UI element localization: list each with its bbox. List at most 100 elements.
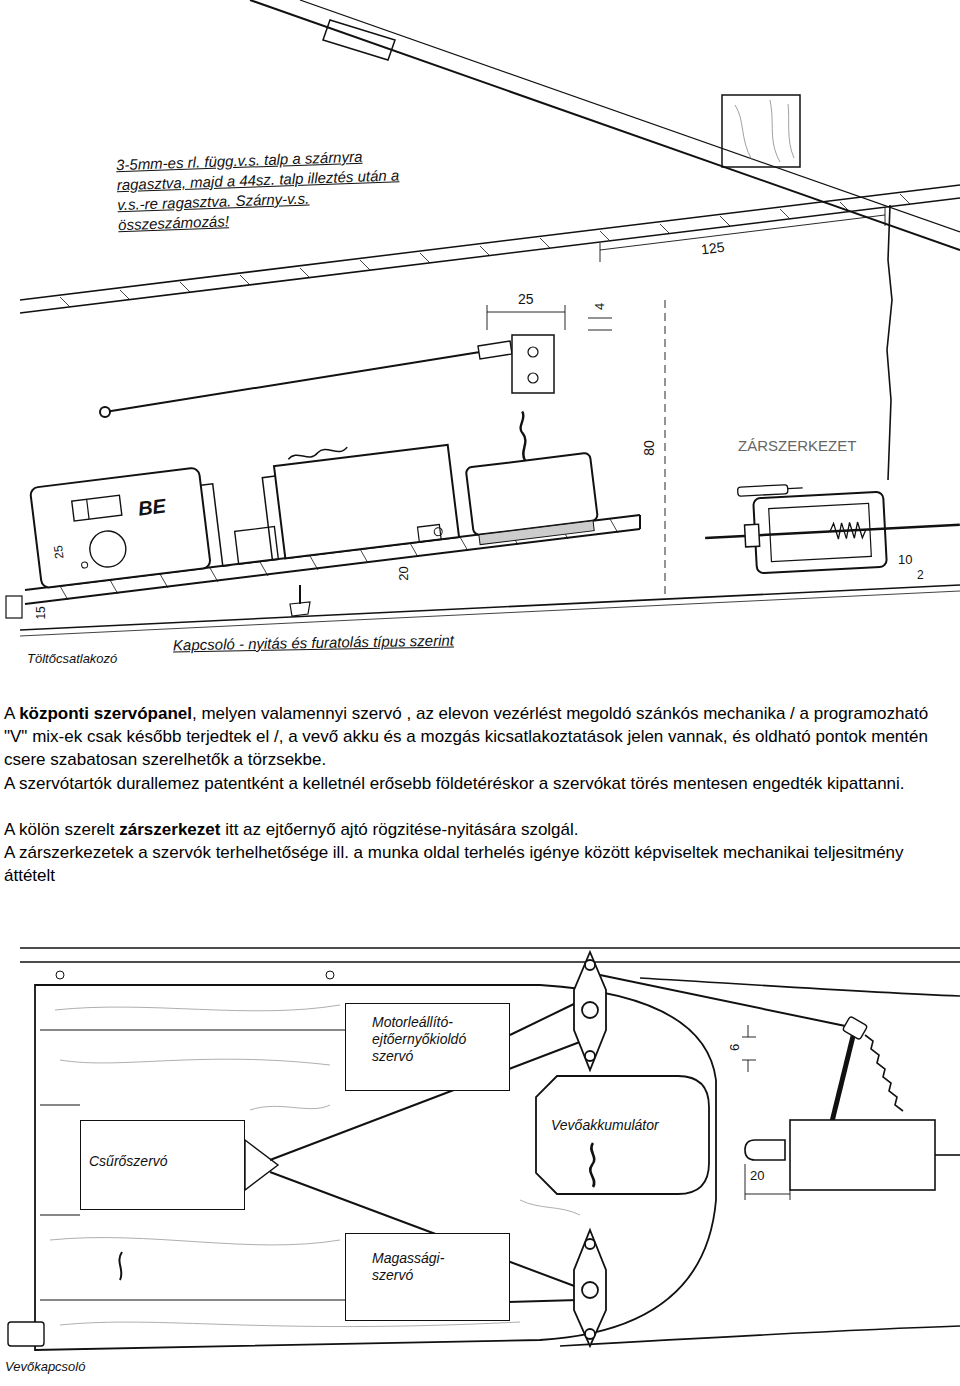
lock-mechanism (745, 524, 760, 547)
emphasis-text: központi szervópanel (19, 704, 192, 723)
board-components (479, 521, 594, 545)
dimension-line (588, 318, 612, 319)
fuselage-bottom-skin (20, 591, 960, 636)
dimension: 25 (517, 291, 535, 307)
wing-structure (250, 0, 960, 250)
bellcrank (585, 960, 595, 970)
former-line (887, 205, 892, 480)
pushrod (528, 347, 538, 357)
dimension: 25 (52, 543, 68, 560)
board-components (81, 562, 88, 569)
wing-structure (323, 20, 395, 60)
lock-mechanism (738, 485, 788, 497)
board-components (87, 499, 89, 519)
pushrod (512, 335, 554, 393)
pushrod (100, 335, 554, 417)
wing-structure (250, 0, 960, 250)
lamp-assembly (748, 1060, 749, 1072)
servo-box: Magassági- szervó (345, 1233, 510, 1321)
servo-plate (35, 985, 716, 1350)
dimension: 15 (35, 605, 49, 620)
dimension-dashed-line (665, 300, 666, 598)
dimension: 2 (916, 569, 925, 583)
fuselage-bottom-skin (6, 596, 22, 618)
dimension-dashed-line (665, 300, 666, 598)
paragraph: A központi szervópanel, melyen valamenny… (4, 702, 954, 772)
control-rod (505, 1300, 578, 1302)
dimension: 10 (897, 553, 913, 568)
servo-plate (35, 985, 716, 1350)
former-line (887, 205, 892, 480)
servo-plate (40, 1030, 345, 1300)
frame-rail (560, 1326, 960, 1346)
board-components (201, 483, 231, 568)
paragraph: A szervótartók durallemez patentként a k… (4, 772, 954, 795)
part-name: Vevőkapcsoló (4, 1360, 86, 1375)
bellcrank (585, 1051, 595, 1061)
node-label: Motorleállító- ejtőernyőkioldó szervó (372, 1014, 484, 1065)
lamp-assembly (745, 1140, 785, 1160)
pushrod (478, 341, 512, 359)
board-components (434, 527, 443, 536)
lamp-assembly (742, 1025, 960, 1200)
dimension: 20 (749, 1169, 765, 1184)
body-text-run: A zárszerkezetek a szervók terhelhetőség… (4, 843, 908, 885)
board-components (288, 447, 348, 460)
paragraph: A kölön szerelt zárszerkezet itt az ejtő… (4, 818, 954, 841)
dimension: 4 (593, 302, 608, 311)
battery-box: Vevőakkumulátor (535, 1075, 710, 1195)
bellcrank (585, 1329, 595, 1339)
lamp-assembly (790, 1120, 935, 1190)
dimension-line (487, 208, 885, 330)
paragraph: A zárszerkezetek a szervók terhelhetőség… (4, 841, 954, 887)
control-rod (510, 1002, 578, 1035)
receiver-switch (8, 1322, 44, 1346)
lamp-assembly (742, 1037, 756, 1038)
bellcrank (574, 952, 606, 1070)
lamp-assembly (748, 1025, 749, 1037)
board-components (418, 524, 442, 542)
dimension: 125 (699, 239, 726, 258)
bellcrank (585, 1239, 595, 1249)
servo-board (639, 515, 641, 529)
battery-wire (590, 1143, 594, 1187)
lock-mechanism (830, 522, 867, 540)
wing-structure (722, 95, 800, 167)
fuselage-bottom-skin (20, 585, 960, 630)
board-components (88, 529, 128, 569)
pushrod (528, 373, 538, 383)
handwritten-note: 3-5mm-es rl. függ.v.s. talp a szárnyra r… (115, 145, 420, 235)
board-components (30, 467, 211, 588)
bellcrank (574, 1230, 606, 1346)
board-components (72, 495, 122, 521)
dimension: 6 (728, 1043, 743, 1052)
body-text-run: A kölön szerelt (4, 820, 119, 839)
lamp-assembly (790, 1190, 791, 1200)
board-components (262, 476, 285, 560)
control-rod (842, 1016, 867, 1040)
frame-rail (20, 948, 960, 1346)
dimension-line (600, 243, 601, 262)
frame-rail (56, 971, 64, 979)
paragraph (4, 795, 954, 818)
lock-mechanism (788, 487, 803, 489)
dimension-line (885, 208, 886, 226)
node-label: Csűrőszervó (89, 1153, 234, 1170)
battery-outline (536, 1076, 709, 1194)
lamp-assembly (742, 1060, 756, 1061)
part-name: Töltőcsatlakozó (26, 652, 118, 667)
bellcrank (582, 1002, 598, 1018)
battery-outline (535, 1075, 710, 1195)
switch-marking: BE (136, 494, 168, 520)
dimension-line (565, 305, 566, 330)
handwritten-note: Kapcsoló - nyitás és furatolás típus sze… (172, 632, 455, 654)
dimension-line (487, 312, 565, 313)
node-label: Vevőakkumulátor (551, 1117, 700, 1134)
dimension-line (588, 330, 612, 331)
dimension-line (487, 305, 488, 330)
control-rod (245, 1140, 278, 1190)
servo-box: Csűrőszervó (80, 1120, 245, 1210)
dimension: 80 (641, 439, 657, 457)
fuselage-bottom-skin (290, 602, 310, 616)
bellcrank (582, 1282, 598, 1298)
